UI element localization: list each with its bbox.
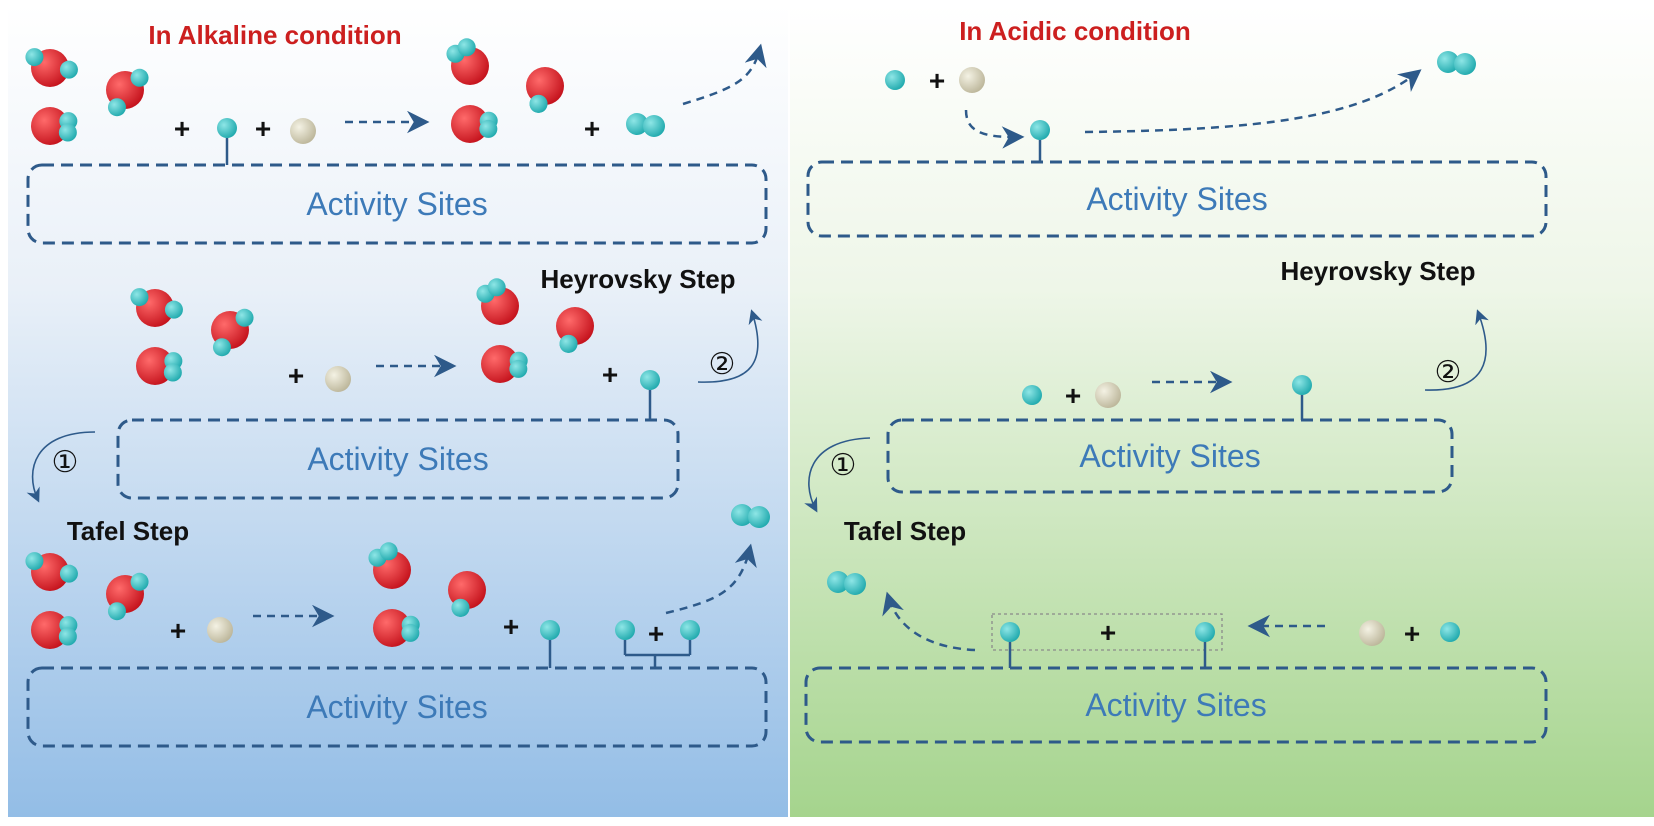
hydrogen-molecule-icon [731,504,770,528]
electron-icon [290,118,316,144]
plus-sign: + [602,359,618,390]
heyrovsky-step-label: Heyrovsky Step [540,264,735,294]
hydrogen-molecule-icon [827,571,866,595]
water-molecule-icon [481,345,528,383]
activity-sites-box [26,163,768,245]
electron-icon [1095,382,1121,408]
water-molecule-icon [136,347,183,385]
tafel-step-label: Tafel Step [844,516,966,546]
water-molecule-icon [373,609,420,647]
hydrogen-atom-icon [640,370,660,390]
water-molecule-icon [476,278,519,325]
h2-release-arrow [882,591,976,652]
acidic-section: In Acidic condition+Activity SitesHeyrov… [804,16,1548,744]
hydrogen-atom-icon [1195,622,1215,642]
plus-sign: + [170,615,186,646]
tafel-step-label: Tafel Step [67,516,189,546]
tafel-pair-frame [991,613,1223,651]
alkaline-title: In Alkaline condition [148,20,401,50]
h2-release-arrow [665,543,757,615]
plus-sign: + [648,618,664,649]
activity-sites-label: Activity Sites [1079,438,1260,474]
water-molecule-icon [31,611,78,649]
plus-sign: + [1404,618,1420,649]
water-molecule-icon [31,107,78,145]
hydrogen-atom-icon [885,70,905,90]
activity-sites-box [116,418,680,500]
step1-arrow [26,431,96,503]
alkaline-section: In Alkaline condition+++Activity SitesHe… [25,20,770,748]
plus-sign: + [174,113,190,144]
activity-sites-box [26,666,768,748]
plus-sign: + [255,113,271,144]
hydrogen-atom-icon [1292,375,1312,395]
hydrogen-molecule-icon [1437,51,1476,75]
hydrogen-atom-icon [1022,385,1042,405]
electron-icon [1359,620,1385,646]
water-molecule-icon [106,68,149,117]
alkaline-panel [8,5,788,817]
water-molecule-icon [25,48,78,87]
plus-sign: + [1065,380,1081,411]
activity-sites-label: Activity Sites [1085,687,1266,723]
water-molecule-icon [446,38,489,85]
hydrogen-atom-icon [1440,622,1460,642]
h2-release-arrow [682,43,767,106]
water-molecule-icon [368,542,411,589]
hydrogen-atom-icon [1000,622,1020,642]
step1-marker: ① [52,446,79,479]
step1-arrow [804,437,871,513]
plus-sign: + [503,611,519,642]
activity-sites-label: Activity Sites [306,689,487,725]
step2-arrow [1424,309,1489,391]
electron-icon [207,617,233,643]
plus-sign: + [929,65,945,96]
step2-arrow [697,309,763,383]
activity-sites-label: Activity Sites [306,186,487,222]
heyrovsky-step-label: Heyrovsky Step [1280,256,1475,286]
water-molecule-icon [451,105,498,143]
h2-release-arrow [1084,69,1422,134]
hydrogen-atom-icon [1030,120,1050,140]
electron-icon [959,67,985,93]
water-molecule-icon [556,307,594,353]
plus-sign: + [288,360,304,391]
plus-sign: + [584,113,600,144]
step2-marker: ② [1435,356,1462,389]
water-molecule-icon [25,552,78,591]
step1-marker: ① [830,449,857,482]
water-molecule-icon [130,288,183,327]
reaction-arrow [964,109,1025,149]
activity-sites-box [886,418,1454,494]
activity-sites-label: Activity Sites [307,441,488,477]
hydrogen-atom-icon [217,118,237,138]
water-molecule-icon [448,571,486,617]
hydrogen-atom-icon [680,620,700,640]
acidic-panel [790,5,1654,817]
electron-icon [325,366,351,392]
hydrogen-atom-icon [615,620,635,640]
water-molecule-icon [526,67,564,113]
activity-sites-label: Activity Sites [1086,181,1267,217]
plus-sign: + [1100,617,1116,648]
hydrogen-atom-icon [540,620,560,640]
water-molecule-icon [106,572,149,621]
step2-marker: ② [709,348,736,381]
water-molecule-icon [211,308,254,357]
acidic-title: In Acidic condition [959,16,1191,46]
hydrogen-molecule-icon [626,113,665,137]
activity-sites-box [804,666,1548,744]
